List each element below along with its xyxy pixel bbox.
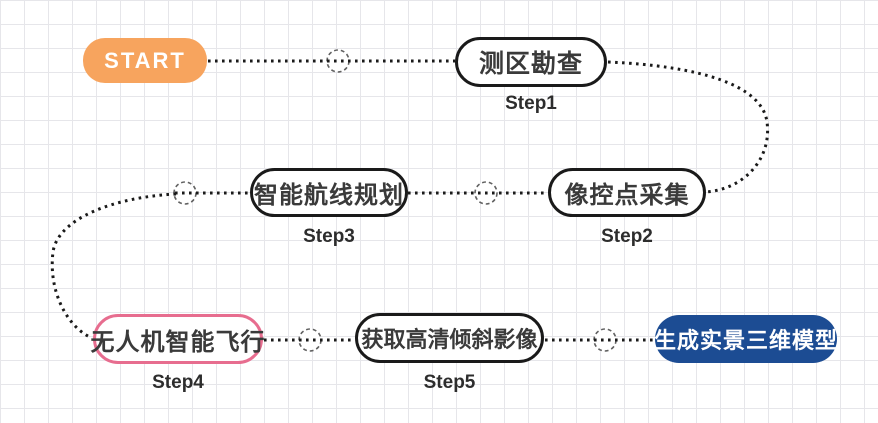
connector-joint-circle bbox=[326, 49, 350, 73]
node-start: START bbox=[83, 38, 207, 83]
step3-caption: Step3 bbox=[303, 226, 355, 247]
node-step4-drone-flight: 无人机智能飞行 bbox=[90, 314, 266, 364]
node-step2-gcp-collection: 像控点采集 bbox=[548, 168, 706, 217]
step4-caption: Step4 bbox=[152, 372, 204, 393]
connector-joint-circle bbox=[593, 328, 617, 352]
node-step1-survey: 测区勘查 bbox=[455, 37, 607, 87]
node-step5-oblique-imagery: 获取高清倾斜影像 bbox=[355, 313, 544, 363]
node-start-label: START bbox=[104, 47, 186, 73]
node-step3-label: 智能航线规划 bbox=[254, 182, 404, 209]
step1-caption: Step1 bbox=[505, 93, 557, 114]
step2-caption: Step2 bbox=[601, 226, 653, 247]
node-step1-label: 测区勘查 bbox=[478, 50, 583, 78]
node-step5-label: 获取高清倾斜影像 bbox=[361, 327, 538, 352]
connector-joint-circle bbox=[298, 328, 322, 352]
node-step2-label: 像控点采集 bbox=[564, 182, 690, 209]
step5-caption: Step5 bbox=[423, 372, 476, 393]
node-end-label: 生成实景三维模型 bbox=[654, 328, 839, 353]
node-step3-route-planning: 智能航线规划 bbox=[250, 168, 408, 217]
node-step4-label: 无人机智能飞行 bbox=[90, 328, 266, 356]
connector-step1-to-step2-curve bbox=[607, 60, 770, 194]
node-end-3d-model: 生成实景三维模型 bbox=[654, 315, 839, 363]
connector-step3-to-step4-curve bbox=[50, 192, 177, 340]
